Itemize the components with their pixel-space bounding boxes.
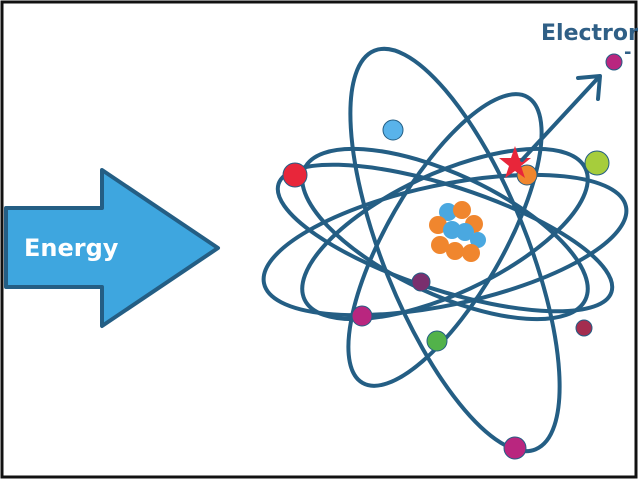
free-electron	[606, 54, 622, 70]
nucleus	[429, 201, 486, 262]
electron-ejection-arrow	[522, 76, 600, 160]
electron-maroon	[576, 320, 592, 336]
electron-green	[427, 331, 447, 351]
electron-magenta	[352, 306, 372, 326]
energy-arrow: Energy	[6, 170, 218, 326]
proton	[446, 242, 464, 260]
proton	[462, 244, 480, 262]
electron-blue	[383, 120, 403, 140]
ejection-arrow-shaft	[522, 78, 598, 160]
electron-charge-symbol: -	[624, 42, 631, 63]
electron-light-green	[585, 151, 609, 175]
proton	[453, 201, 471, 219]
electron-magenta	[504, 437, 526, 459]
energy-label: Energy	[24, 234, 119, 262]
electron-purple	[412, 273, 430, 291]
electron-red	[283, 163, 307, 187]
